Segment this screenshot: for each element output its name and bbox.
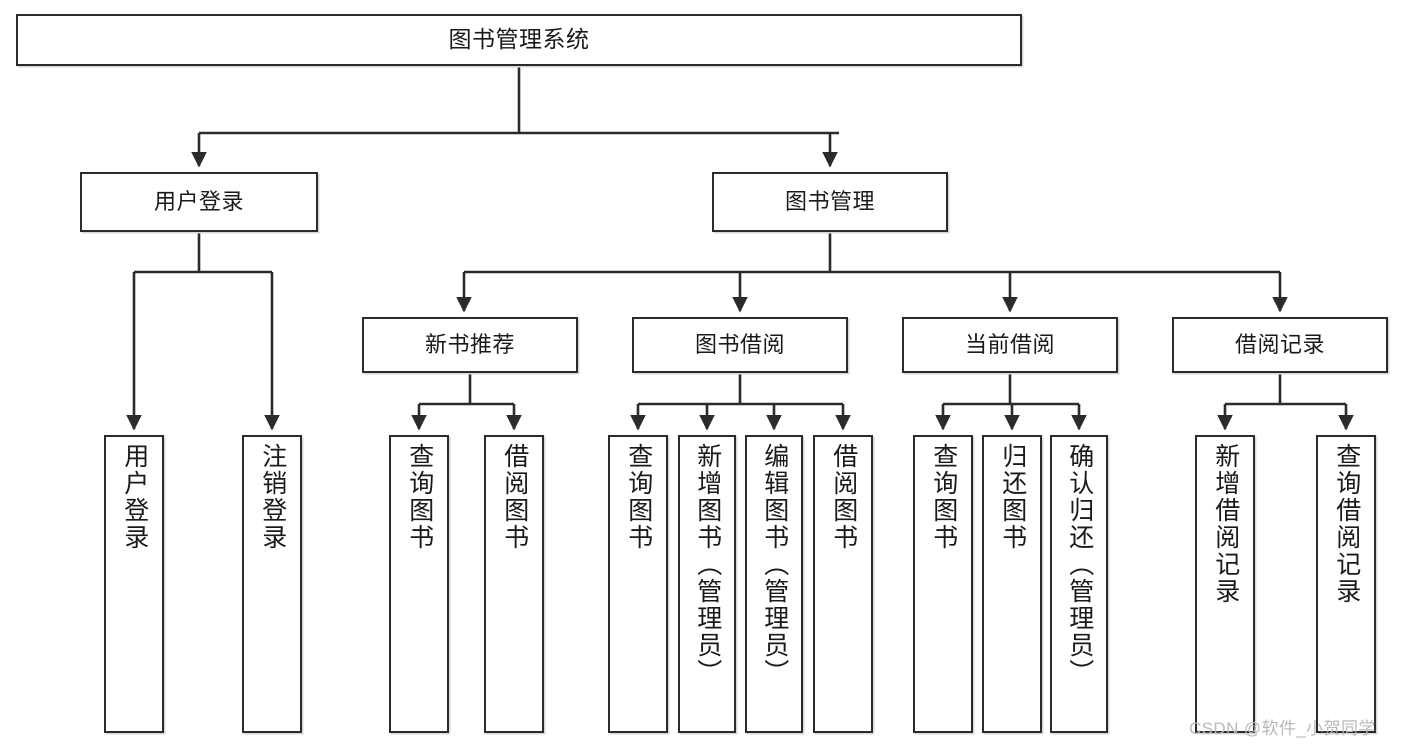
node-leaf-add-borrow-record[interactable]: 新增借阅记录	[1195, 435, 1255, 733]
node-leaf-add-book-admin-label: 新增图书（管理员）	[693, 443, 722, 686]
node-leaf-borrow-book[interactable]: 借阅图书	[813, 435, 873, 733]
node-leaf-borrow-book-recommend-label: 借阅图书	[500, 443, 529, 551]
node-new-book-recommend-label: 新书推荐	[424, 332, 515, 358]
node-leaf-logout-login[interactable]: 注销登录	[242, 435, 302, 733]
node-leaf-user-login-label: 用户登录	[120, 443, 149, 551]
node-leaf-add-book-admin[interactable]: 新增图书（管理员）	[678, 435, 736, 733]
node-book-borrow[interactable]: 图书借阅	[632, 317, 848, 373]
node-leaf-confirm-return-admin[interactable]: 确认归还（管理员）	[1050, 435, 1108, 733]
node-leaf-query-book-borrow[interactable]: 查询图书	[608, 435, 668, 733]
node-book-management[interactable]: 图书管理	[712, 172, 948, 232]
node-leaf-edit-book-admin[interactable]: 编辑图书（管理员）	[745, 435, 803, 733]
node-user-login-label: 用户登录	[153, 189, 244, 215]
node-leaf-confirm-return-admin-label: 确认归还（管理员）	[1065, 443, 1094, 686]
node-leaf-query-book-current-label: 查询图书	[929, 443, 958, 551]
node-book-management-label: 图书管理	[784, 189, 875, 215]
node-leaf-add-borrow-record-label: 新增借阅记录	[1211, 443, 1240, 605]
node-new-book-recommend[interactable]: 新书推荐	[362, 317, 578, 373]
node-leaf-query-book-recommend[interactable]: 查询图书	[389, 435, 449, 733]
node-borrow-record[interactable]: 借阅记录	[1172, 317, 1388, 373]
node-root-label: 图书管理系统	[448, 26, 590, 53]
node-leaf-borrow-book-recommend[interactable]: 借阅图书	[484, 435, 544, 733]
node-leaf-query-book-current[interactable]: 查询图书	[913, 435, 973, 733]
node-leaf-return-book[interactable]: 归还图书	[982, 435, 1042, 733]
node-leaf-query-borrow-record[interactable]: 查询借阅记录	[1316, 435, 1376, 733]
node-borrow-record-label: 借阅记录	[1234, 332, 1325, 358]
node-current-borrow-label: 当前借阅	[964, 332, 1055, 358]
watermark-text: CSDN @软件_小贺同学	[1189, 719, 1376, 738]
node-book-borrow-label: 图书借阅	[694, 332, 785, 358]
node-leaf-query-book-recommend-label: 查询图书	[405, 443, 434, 551]
node-root[interactable]: 图书管理系统	[16, 14, 1022, 66]
node-user-login[interactable]: 用户登录	[80, 172, 318, 232]
node-leaf-user-login[interactable]: 用户登录	[104, 435, 164, 733]
node-leaf-query-borrow-record-label: 查询借阅记录	[1332, 443, 1361, 605]
node-current-borrow[interactable]: 当前借阅	[902, 317, 1118, 373]
node-leaf-edit-book-admin-label: 编辑图书（管理员）	[760, 443, 789, 686]
node-leaf-return-book-label: 归还图书	[998, 443, 1027, 551]
node-leaf-query-book-borrow-label: 查询图书	[624, 443, 653, 551]
node-leaf-logout-login-label: 注销登录	[258, 443, 287, 551]
node-leaf-borrow-book-label: 借阅图书	[829, 443, 858, 551]
